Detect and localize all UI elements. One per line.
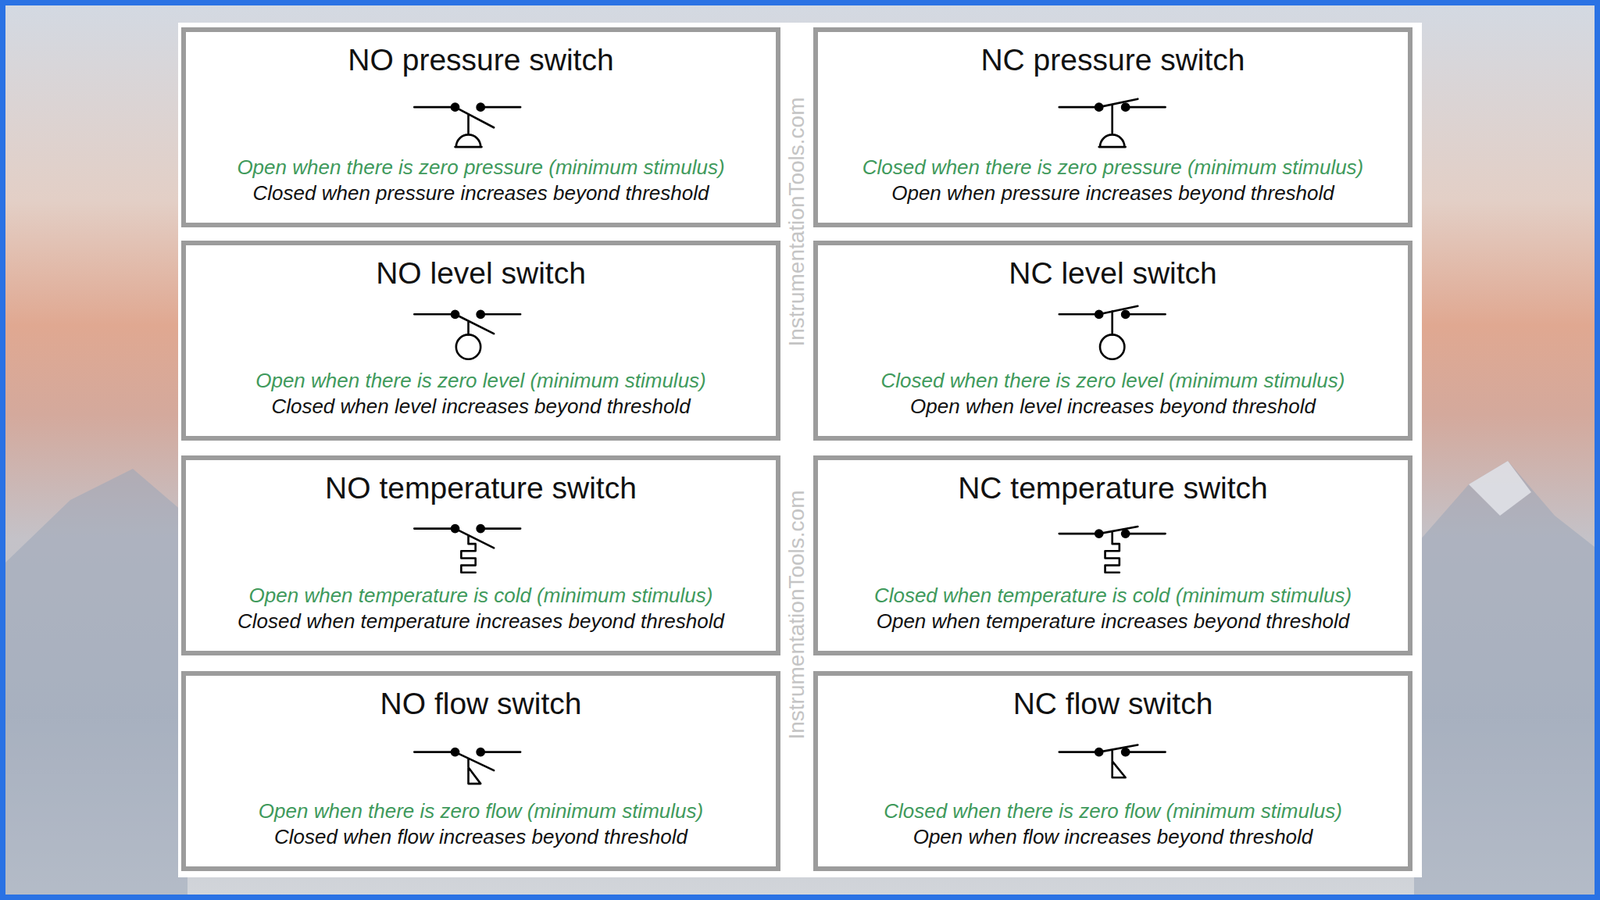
watermark: InstrumentationTools.com — [783, 96, 809, 347]
normal-state-note: Closed when there is zero flow (minimum … — [883, 799, 1343, 824]
actuated-state-note: Closed when flow increases beyond thresh… — [274, 825, 688, 850]
switch-box: NC temperature switchClosed when tempera… — [813, 455, 1413, 656]
pressure-switch-symbol — [414, 103, 521, 148]
switch-box: NO level switchOpen when there is zero l… — [181, 240, 781, 441]
normal-state-note: Open when there is zero flow (minimum st… — [258, 799, 704, 824]
actuated-state-note: Open when temperature increases beyond t… — [876, 609, 1350, 634]
temperature-switch-symbol — [1059, 526, 1166, 573]
switch-box: NO temperature switchOpen when temperatu… — [181, 455, 781, 656]
panel — [178, 22, 1422, 878]
normal-state-note: Open when there is zero pressure (minimu… — [236, 155, 725, 180]
temperature-switch-symbol — [414, 525, 521, 573]
actuated-state-note: Closed when level increases beyond thres… — [271, 394, 690, 419]
switch-title: NO level switch — [375, 256, 586, 291]
normal-state-note: Closed when there is zero level (minimum… — [881, 368, 1346, 393]
flow-switch-symbol — [1059, 744, 1166, 778]
actuated-state-note: Open when flow increases beyond threshol… — [913, 825, 1314, 850]
normal-state-note: Open when there is zero level (minimum s… — [255, 368, 707, 393]
pressure-switch-symbol — [1059, 99, 1166, 147]
actuated-state-note: Open when level increases beyond thresho… — [910, 394, 1316, 419]
normal-state-note: Closed when temperature is cold (minimum… — [874, 583, 1352, 608]
normal-state-note: Open when temperature is cold (minimum s… — [249, 583, 714, 608]
sky — [5, 5, 1595, 895]
switch-title: NO flow switch — [380, 686, 583, 722]
switch-title: NC temperature switch — [957, 471, 1268, 506]
switch-title: NO temperature switch — [325, 471, 637, 506]
actuated-state-note: Closed when temperature increases beyond… — [237, 609, 725, 634]
mountain — [1414, 460, 1595, 895]
snow — [1468, 460, 1532, 516]
normal-state-note: Closed when there is zero pressure (mini… — [862, 155, 1365, 180]
switch-box: NO flow switchOpen when there is zero fl… — [181, 671, 781, 872]
switch-box: NC pressure switchClosed when there is z… — [813, 27, 1413, 228]
switch-title: NO pressure switch — [347, 42, 614, 78]
switch-box: NC level switchClosed when there is zero… — [813, 240, 1413, 441]
actuated-state-note: Closed when pressure increases beyond th… — [253, 181, 710, 206]
level-switch-symbol — [414, 310, 521, 360]
flow-switch-symbol — [414, 748, 521, 784]
mountain — [5, 468, 188, 895]
switch-title: NC flow switch — [1013, 686, 1214, 722]
switch-box: NC flow switchClosed when there is zero … — [813, 671, 1413, 872]
level-switch-symbol — [1059, 306, 1166, 360]
switch-title: NC level switch — [1008, 256, 1218, 291]
switch-title: NC pressure switch — [980, 42, 1245, 78]
switch-box: NO pressure switchOpen when there is zer… — [181, 27, 781, 228]
actuated-state-note: Open when pressure increases beyond thre… — [891, 181, 1335, 206]
watermark: InstrumentationTools.com — [783, 489, 809, 740]
